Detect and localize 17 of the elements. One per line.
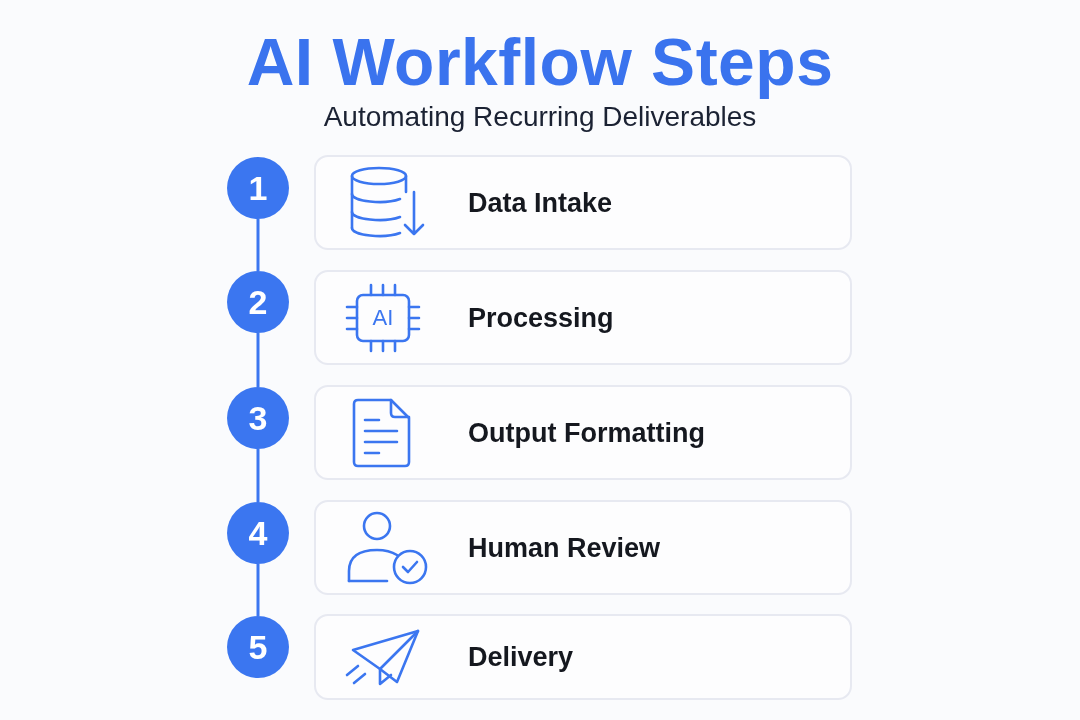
chip-label: AI — [372, 305, 394, 330]
step-title: Output Formatting — [468, 416, 705, 449]
step-number: 3 — [227, 387, 289, 449]
connector-line — [256, 333, 260, 387]
step-title: Human Review — [468, 531, 661, 564]
step-title: Data Intake — [468, 186, 613, 219]
subtitle: Automating Recurring Deliverables — [323, 101, 757, 132]
connector-line — [256, 219, 260, 271]
step-number: 2 — [227, 271, 289, 333]
connector-line — [256, 449, 260, 502]
step-title: Delivery — [468, 641, 574, 673]
step-number: 4 — [227, 502, 289, 564]
connector-line — [256, 564, 260, 616]
step-number: 5 — [227, 616, 289, 678]
title: AI Workflow Steps — [246, 25, 834, 99]
step-title: Processing — [468, 301, 614, 334]
step-number: 1 — [227, 157, 289, 219]
